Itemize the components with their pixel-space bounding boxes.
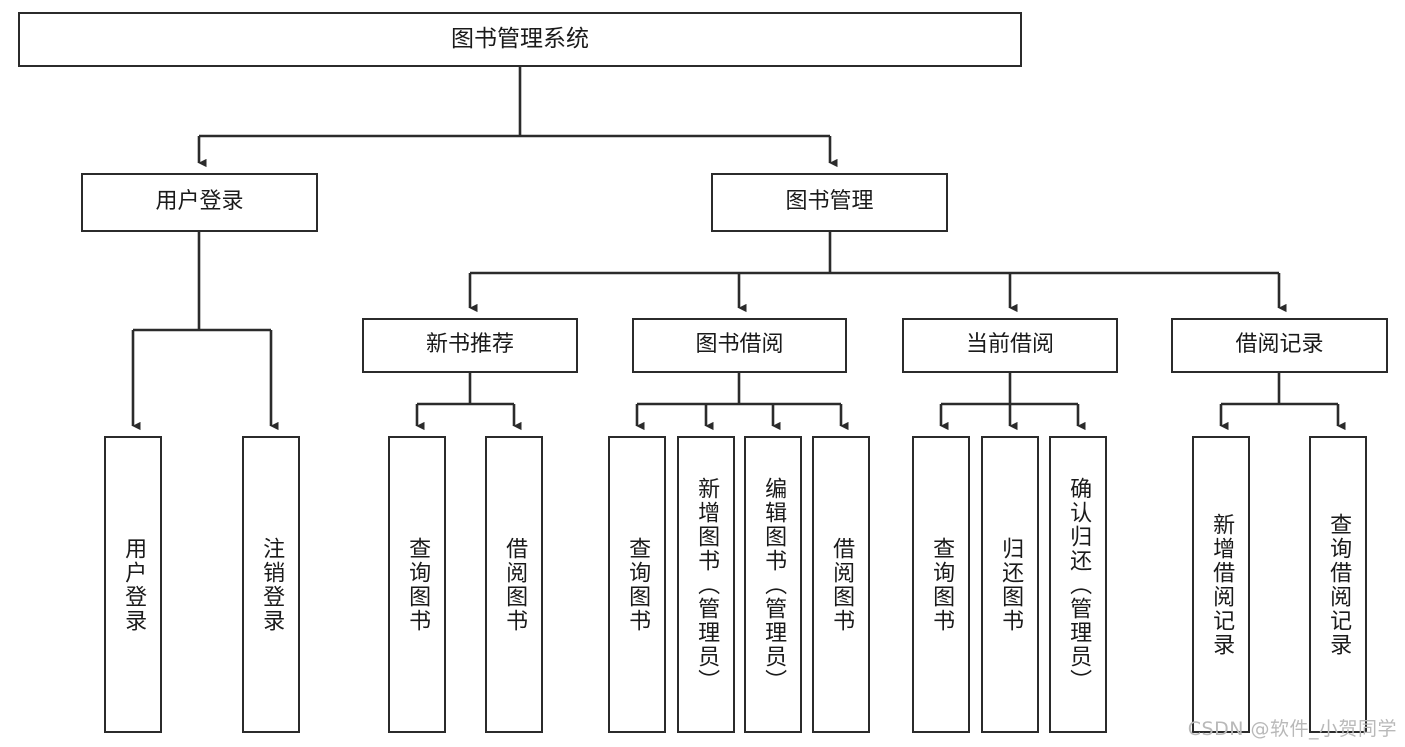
leaf-current-borrow-return[interactable]: 归还图书 [981,436,1039,733]
node-label: 查询图书 [929,536,955,633]
node-label: 用户登录 [121,536,147,633]
node-book-borrow[interactable]: 图书借阅 [632,318,847,373]
node-borrow-record[interactable]: 借阅记录 [1171,318,1388,373]
node-label: 借阅图书 [502,536,528,633]
leaf-user-login-login[interactable]: 用户登录 [104,436,162,733]
leaf-new-book-borrow[interactable]: 借阅图书 [485,436,543,733]
edges-root-to-level2 [197,67,838,168]
leaf-user-login-logout[interactable]: 注销登录 [242,436,300,733]
node-root-system[interactable]: 图书管理系统 [18,12,1022,67]
node-label: 归还图书 [998,536,1024,633]
node-label: 确认归还（管理员） [1066,476,1092,693]
leaf-borrow-record-query[interactable]: 查询借阅记录 [1309,436,1367,733]
node-label: 查询图书 [625,536,651,633]
edges-level2-to-level3 [468,232,1287,313]
node-book-management[interactable]: 图书管理 [711,173,948,232]
node-label: 图书管理 [785,189,874,215]
edges-newbook-to-leaves [415,373,522,431]
leaf-book-borrow-borrow[interactable]: 借阅图书 [812,436,870,733]
node-label: 借阅图书 [829,536,855,633]
edges-currentborrow-to-leaves [939,373,1086,431]
csdn-watermark: CSDN @软件_小贺同学 [1187,718,1397,740]
node-new-book-recommend[interactable]: 新书推荐 [362,318,578,373]
leaf-new-book-query[interactable]: 查询图书 [388,436,446,733]
node-label: 编辑图书（管理员） [761,476,787,693]
node-label: 新增借阅记录 [1209,512,1235,657]
node-label: 新增图书（管理员） [694,476,720,693]
leaf-borrow-record-add[interactable]: 新增借阅记录 [1192,436,1250,733]
node-label: 查询图书 [405,536,431,633]
leaf-current-borrow-query[interactable]: 查询图书 [912,436,970,733]
edges-bookborrow-to-leaves [635,373,849,431]
node-label: 新书推荐 [425,332,514,358]
edges-borrowrecord-to-leaves [1219,373,1346,431]
node-user-login[interactable]: 用户登录 [81,173,318,232]
node-current-borrow[interactable]: 当前借阅 [902,318,1118,373]
node-label: 图书借阅 [695,332,784,358]
node-label: 查询借阅记录 [1326,512,1352,657]
node-label: 借阅记录 [1235,332,1324,358]
leaf-book-borrow-edit[interactable]: 编辑图书（管理员） [744,436,802,733]
node-label: 图书管理系统 [451,25,589,52]
leaf-book-borrow-add[interactable]: 新增图书（管理员） [677,436,735,733]
node-label: 当前借阅 [965,332,1054,358]
node-label: 注销登录 [259,536,285,633]
edges-userlogin-to-leaves [131,232,279,431]
node-label: 用户登录 [155,189,244,215]
leaf-book-borrow-query[interactable]: 查询图书 [608,436,666,733]
leaf-current-borrow-confirm-return[interactable]: 确认归还（管理员） [1049,436,1107,733]
